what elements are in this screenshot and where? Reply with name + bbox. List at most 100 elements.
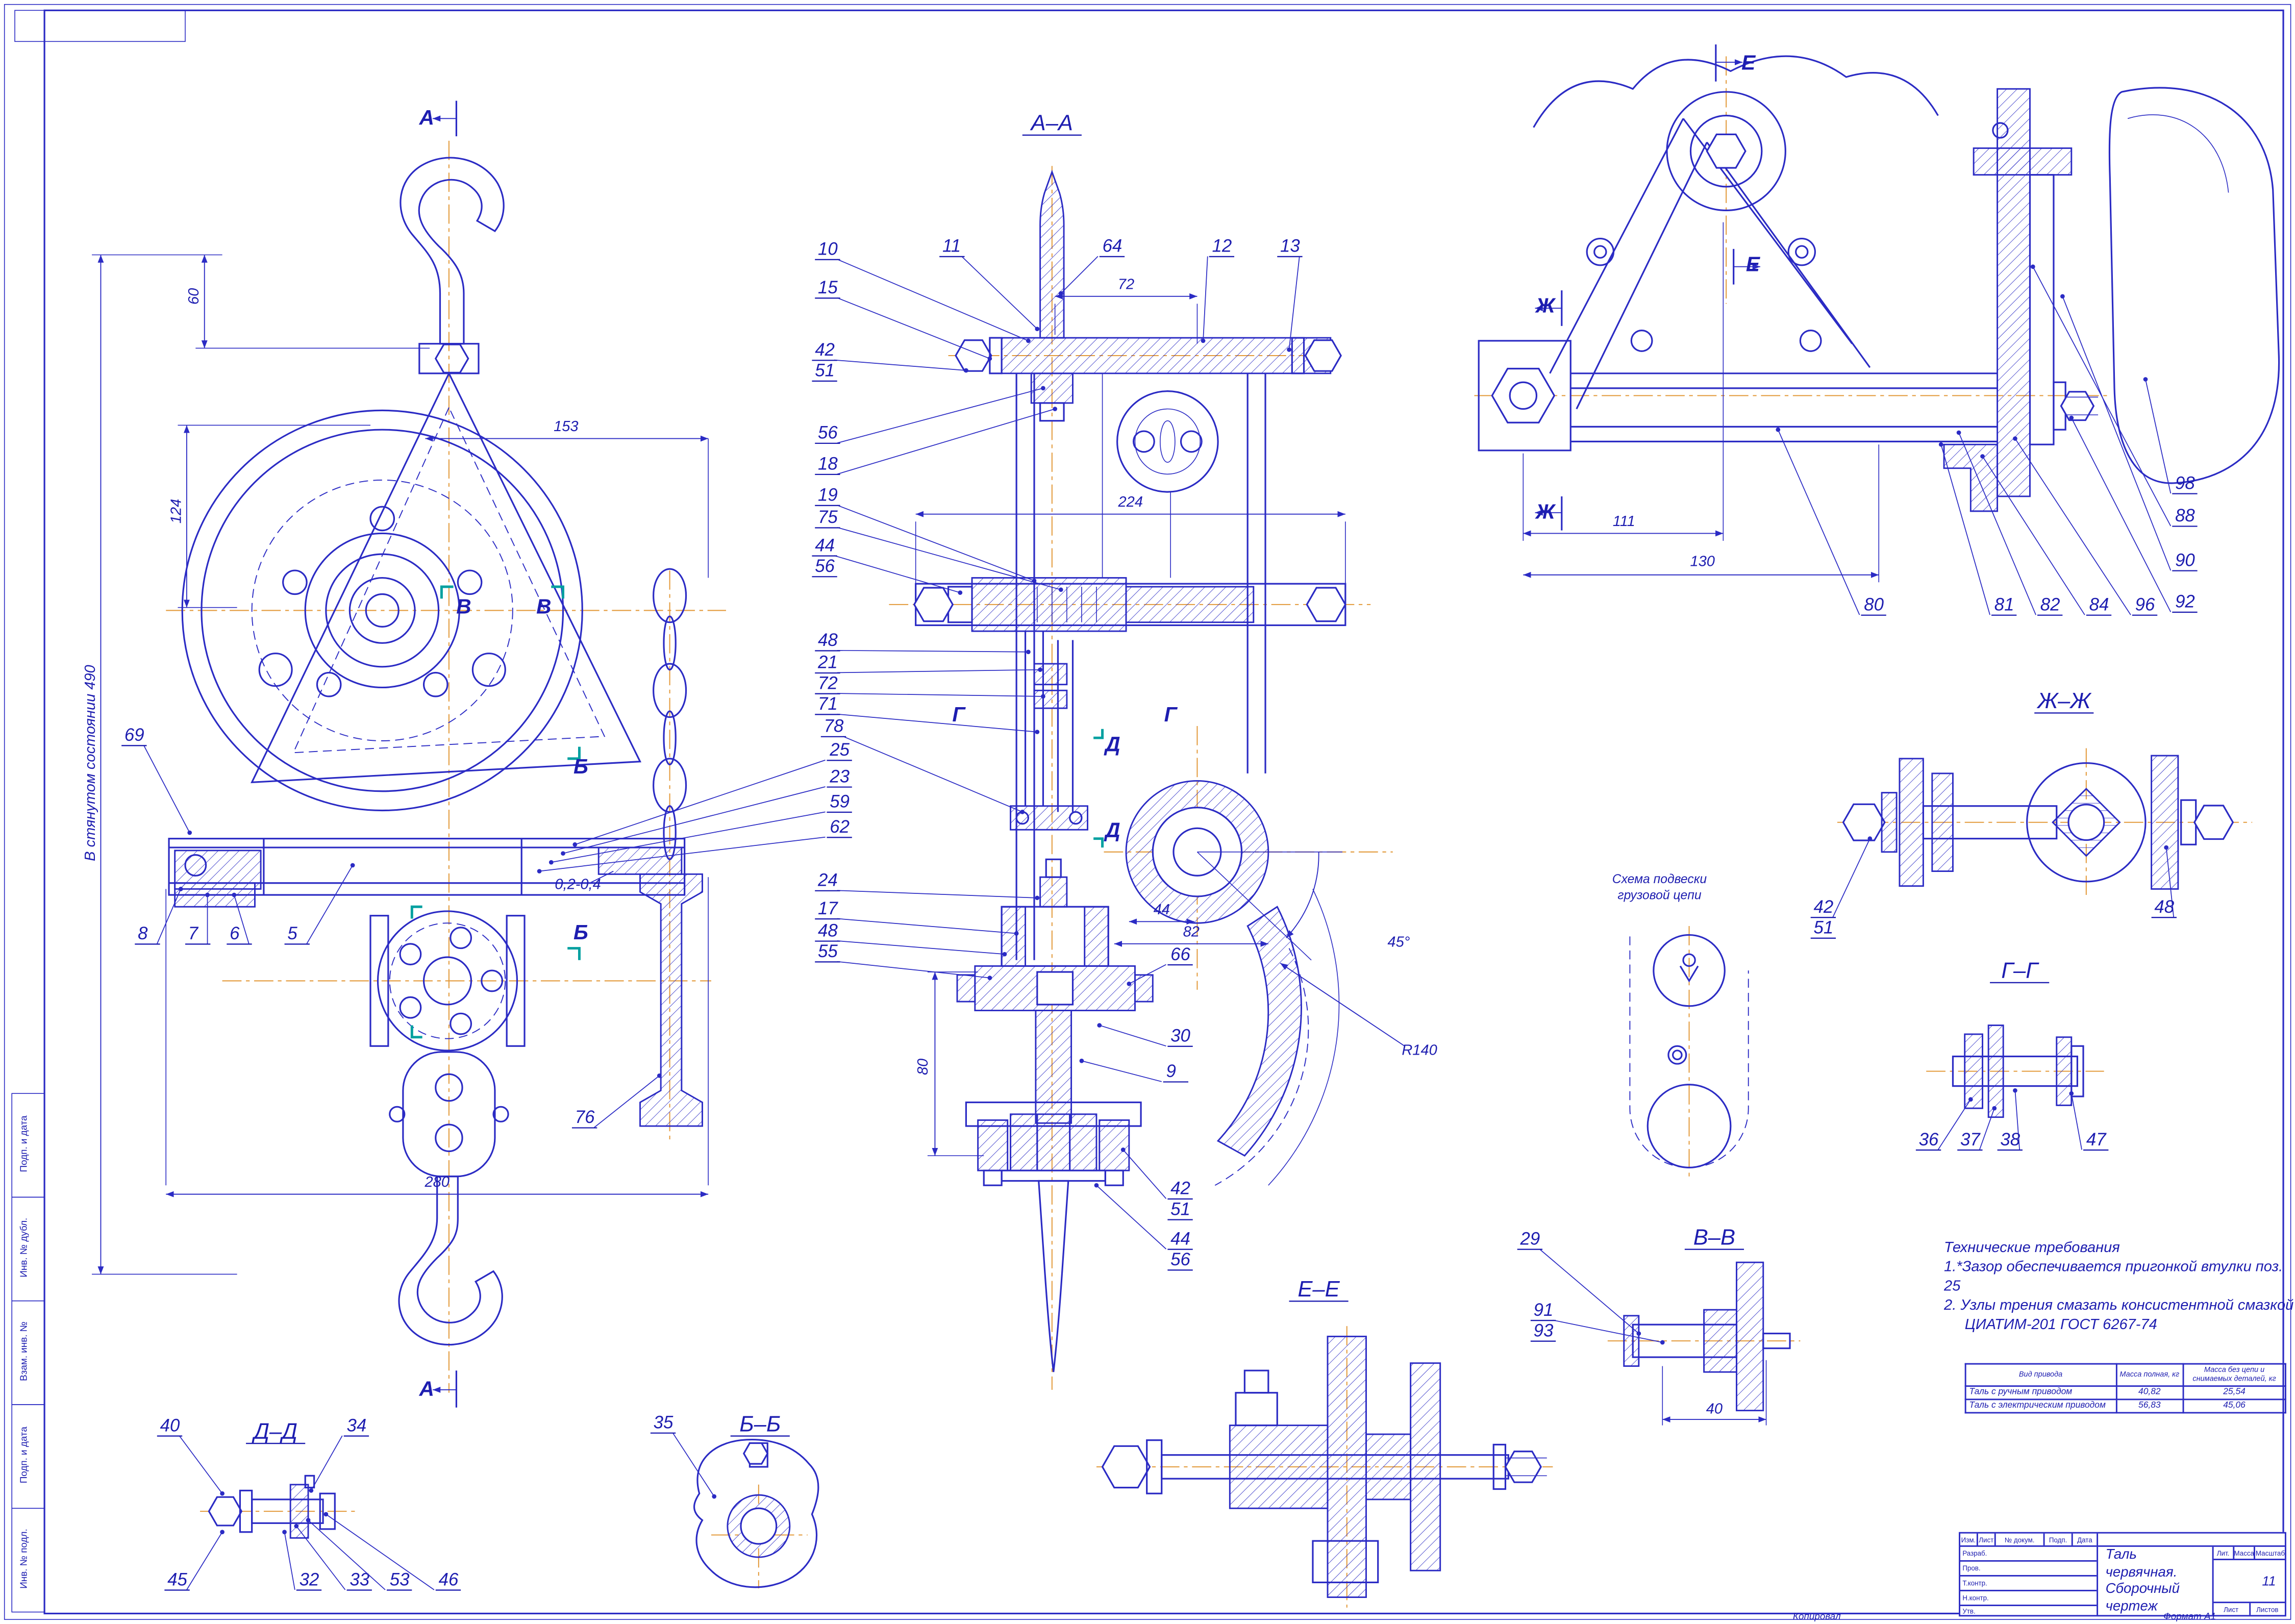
callout-text: 48 <box>818 630 838 650</box>
leader-dot <box>1035 895 1040 901</box>
section-bb <box>693 1439 819 1588</box>
vm-text: Е <box>1746 252 1761 276</box>
callout-text: 75 <box>818 507 838 527</box>
leader-line <box>1099 1025 1166 1047</box>
fl-text: Подп. и дата <box>18 1115 29 1172</box>
leader-line <box>539 836 826 872</box>
sec-text: В–В <box>1693 1225 1735 1250</box>
leader-line <box>837 940 1005 955</box>
leader-line <box>296 1526 346 1590</box>
callout-text: 38 <box>2000 1130 2020 1150</box>
leader-line <box>837 713 1037 733</box>
vm-text: Ж <box>1535 294 1556 317</box>
sec-text: Г–Г <box>2001 959 2039 983</box>
section-ee <box>1101 1335 1547 1598</box>
format-label: Формат А1 <box>2163 1612 2216 1622</box>
mass-table-row: Таль с электрическим приводом 56,83 45,0… <box>1964 1398 2286 1414</box>
leader-dot <box>1053 407 1058 411</box>
leader-dot <box>958 590 963 595</box>
callout-text: 42 <box>815 340 835 360</box>
leader-dot <box>220 1530 224 1535</box>
title-block-main: Таль червячная. Сборочный чертеж Лит. Ма… <box>2098 1547 2285 1615</box>
callout-text: 48 <box>2154 897 2174 917</box>
leader-dot <box>205 892 210 897</box>
callout-text: 42 <box>1170 1179 1190 1198</box>
callout-text: 30 <box>1170 1026 1190 1046</box>
section-gg <box>1952 1025 2084 1118</box>
col-podp: Подп. <box>2045 1533 2073 1545</box>
row-razrab: Разраб. <box>1960 1547 2097 1562</box>
leader-line <box>1937 1099 1972 1150</box>
callout-text: 35 <box>654 1412 673 1432</box>
callout-text: 34 <box>347 1415 367 1435</box>
mass-table-row: Таль с ручным приводом 40,82 25,54 <box>1964 1385 2286 1401</box>
section-dd <box>208 1475 336 1539</box>
leader-line <box>961 256 1038 330</box>
leader-line <box>563 786 826 854</box>
callout-text: 80 <box>1864 594 1884 614</box>
callout-text: 56 <box>818 423 838 443</box>
leader-line <box>843 736 1023 813</box>
leader-dot <box>1058 291 1063 296</box>
callout-text: 11 <box>942 236 961 256</box>
leader-dot <box>1938 442 1943 447</box>
leader-line <box>551 811 826 863</box>
chain-side-view <box>639 568 703 1127</box>
vm-text: Д <box>1104 732 1120 756</box>
leader-line <box>837 527 1061 590</box>
stats-header: Лит. Масса Масштаб <box>2213 1547 2285 1561</box>
fl-text: Инв. № дубл. <box>18 1218 29 1278</box>
callout-text: 9 <box>1166 1061 1176 1081</box>
callout-text: 32 <box>300 1569 319 1589</box>
leader-line <box>326 1514 435 1590</box>
col-doc: № докум. <box>1996 1533 2045 1545</box>
callout-text: 62 <box>830 817 850 837</box>
callout-text: 15 <box>818 278 838 297</box>
pulley-section <box>639 873 703 1127</box>
fl-text: Взам. инв. № <box>18 1321 29 1381</box>
leader-line <box>593 1075 660 1128</box>
leader-line <box>837 890 1037 898</box>
callout-text: 56 <box>815 556 835 576</box>
callout-text: 45 <box>167 1569 187 1589</box>
leader-line <box>2165 847 2175 917</box>
callout-text: 53 <box>390 1569 410 1589</box>
callout-text: 10 <box>818 239 838 259</box>
leader-dot <box>1020 810 1025 814</box>
dimt-text: 280 <box>424 1174 449 1190</box>
leader-line <box>1553 1319 1663 1343</box>
vm-text: А <box>419 1377 434 1401</box>
callout-text: 36 <box>1919 1130 1939 1150</box>
housing-outline <box>2108 87 2280 484</box>
leader-line <box>2071 1093 2082 1150</box>
leader-line <box>837 297 990 359</box>
leader-dot <box>1094 1183 1099 1188</box>
vm-text: Е <box>1741 51 1756 74</box>
callout-text: 8 <box>138 923 148 943</box>
leader-dot <box>232 892 237 897</box>
mass-col-full: Масса полная, кг <box>2115 1363 2184 1387</box>
sec-text: Д–Д <box>251 1419 297 1444</box>
leader-line <box>837 961 990 979</box>
leader-dot <box>309 1488 314 1493</box>
callout-text: 92 <box>2175 592 2195 612</box>
doc-number-cell <box>2098 1534 2285 1548</box>
section-vv <box>1623 1261 1791 1412</box>
sec-text: Б–Б <box>739 1412 781 1436</box>
callout-text: 25 <box>829 740 850 760</box>
leader-dot <box>537 869 542 873</box>
callout-text: 51 <box>1813 918 1833 938</box>
row-tkontr: Т.контр. <box>1960 1577 2097 1591</box>
massa-label: Масса <box>2234 1547 2256 1560</box>
dimt-text: 130 <box>1690 553 1714 569</box>
tech-item-2: 2. Узлы трения смазать консистентной сма… <box>1944 1297 2294 1314</box>
mass-cell: 25,54 <box>2182 1385 2286 1401</box>
leader-line <box>837 918 1017 934</box>
vm-text: Г <box>1164 703 1178 726</box>
scale-value: 11 <box>2262 1573 2276 1589</box>
leader-dot <box>2013 1088 2017 1093</box>
leader-dot <box>2030 264 2035 269</box>
leader-dot <box>1035 327 1040 332</box>
leader-dot <box>1867 836 1873 841</box>
